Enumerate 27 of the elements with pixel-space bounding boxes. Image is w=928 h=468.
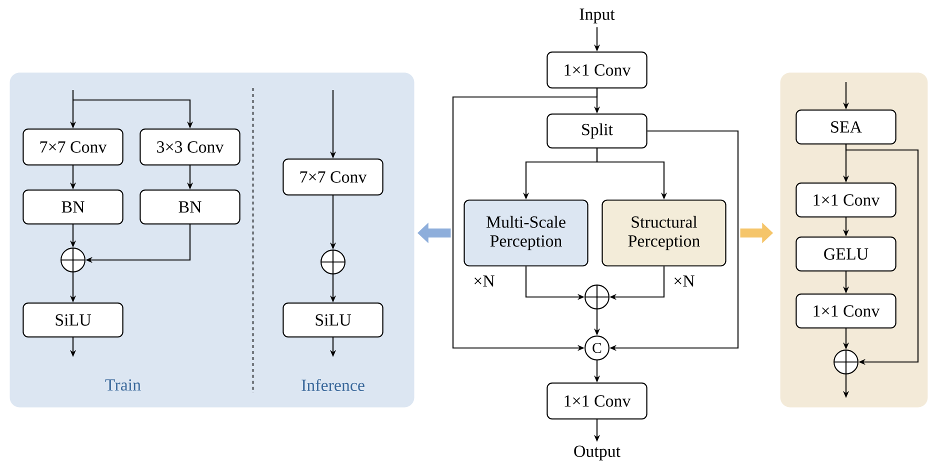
sum-circle (834, 349, 858, 374)
process-box: 1×1 Conv (796, 182, 896, 218)
process-box: GELU (796, 236, 896, 272)
repeat-label: ×N (474, 275, 494, 287)
process-box: BN (140, 190, 240, 224)
sum-circle (320, 249, 346, 274)
repeat-label: ×N (674, 275, 694, 287)
process-box: SEA (796, 110, 896, 144)
arrow (845, 144, 919, 366)
process-box: 1×1 Conv (796, 294, 896, 328)
process-box: SiLU (282, 302, 384, 338)
panel-label: Train (105, 379, 141, 391)
process-box: 3×3 Conv (140, 128, 240, 166)
process-box: 1×1 Conv (546, 382, 648, 420)
process-box: 7×7 Conv (282, 158, 384, 196)
process-box: 7×7 Conv (22, 128, 124, 166)
panel-label: Inference (302, 378, 364, 392)
io-label: Input (580, 8, 615, 24)
process-box: Structural Perception (602, 200, 726, 266)
process-box: SiLU (22, 302, 124, 338)
process-box: Split (546, 114, 648, 148)
process-box: Multi-Scale Perception (464, 200, 588, 266)
io-label: Output (574, 446, 620, 460)
process-box: BN (22, 190, 124, 224)
sum-circle (60, 247, 86, 272)
sum-circle (584, 284, 610, 310)
process-box: 1×1 Conv (546, 52, 648, 88)
